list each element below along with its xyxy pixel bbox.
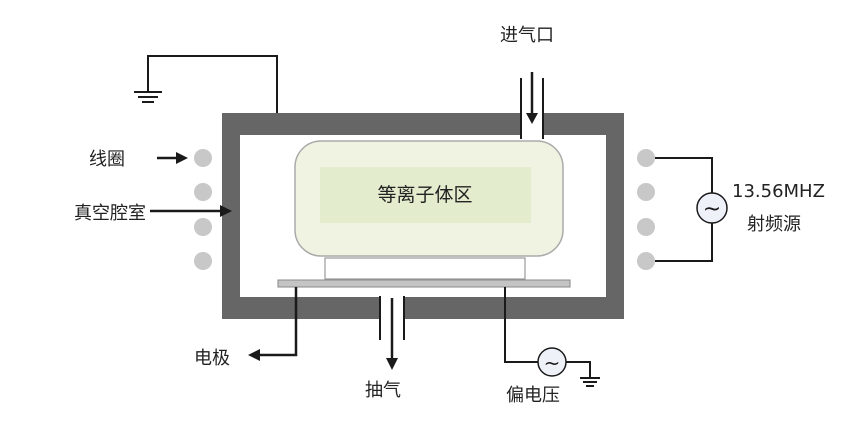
coil-right <box>637 149 655 270</box>
coil-turn <box>194 149 212 167</box>
bias-voltage-label: 偏电压 <box>506 385 560 406</box>
coil-label: 线圈 <box>89 149 125 170</box>
coil-turn <box>637 183 655 201</box>
electrode-label: 电极 <box>194 348 230 369</box>
coil-turn <box>194 218 212 236</box>
coil-turn <box>637 218 655 236</box>
coil-turn <box>637 252 655 270</box>
coil-arrow <box>157 152 188 164</box>
rf-source-wiring: ~ <box>655 157 728 262</box>
top-ground-wire <box>134 55 278 113</box>
bias-voltage-wiring: ~ <box>504 287 600 387</box>
gas-inlet-pipe <box>520 72 544 139</box>
gas-inlet-label: 进气口 <box>500 25 554 46</box>
coil-turn <box>194 183 212 201</box>
pump-out-label: 抽气 <box>365 380 401 401</box>
rf-source-label: 射频源 <box>747 214 801 235</box>
chamber-arrow <box>150 205 232 217</box>
coil-left <box>194 149 212 270</box>
plasma-region-label: 等离子体区 <box>377 184 472 206</box>
rf-source-icon <box>696 192 728 224</box>
bias-source-symbol: ~ <box>544 351 561 375</box>
coil-turn <box>194 252 212 270</box>
electrode-lead <box>248 287 298 361</box>
rf-frequency-label: 13.56MHZ <box>732 181 825 202</box>
vacuum-chamber-label: 真空腔室 <box>74 203 146 224</box>
coil-turn <box>637 149 655 167</box>
rf-source-symbol: ~ <box>703 197 721 222</box>
plasma-region: 等离子体区 <box>294 140 564 257</box>
pump-out-pipe <box>379 294 405 370</box>
substrate-holder <box>277 257 571 288</box>
